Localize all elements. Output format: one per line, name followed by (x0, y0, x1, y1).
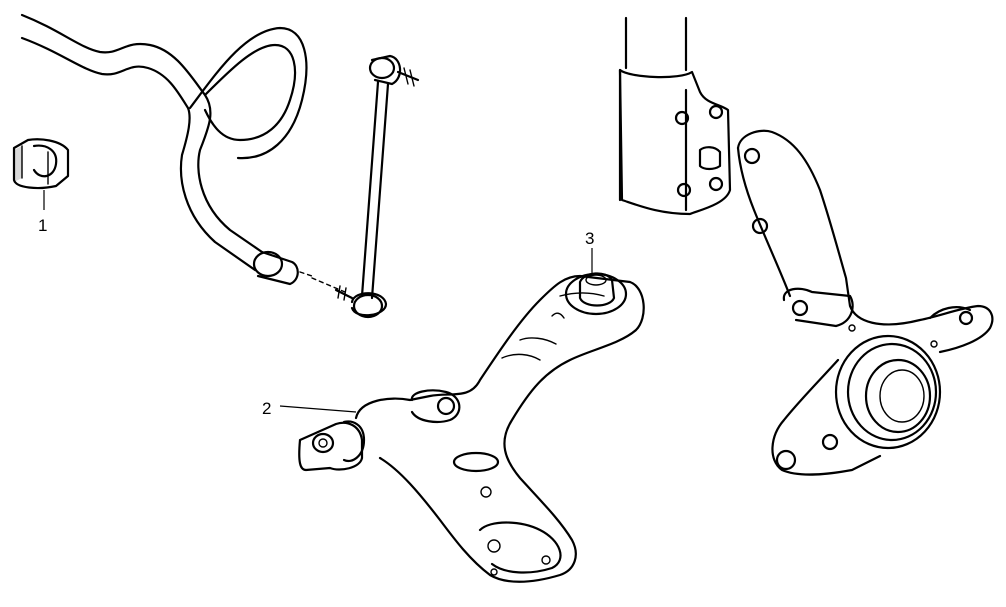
stabilizer-end-bushing (252, 250, 346, 293)
callout-1: 1 (38, 190, 47, 235)
callout-3: 3 (585, 229, 594, 274)
callout-label-3: 3 (585, 229, 594, 248)
steering-knuckle (736, 129, 994, 476)
ball-joint (564, 272, 628, 316)
strut-assembly (618, 16, 732, 216)
stabilizer-link (334, 54, 420, 319)
lower-control-arm (298, 274, 645, 583)
callout-2: 2 (262, 399, 357, 418)
callout-label-2: 2 (262, 399, 271, 418)
stabilizer-bar (20, 13, 308, 272)
stabilizer-bushing (12, 138, 70, 190)
callout-label-1: 1 (38, 216, 47, 235)
